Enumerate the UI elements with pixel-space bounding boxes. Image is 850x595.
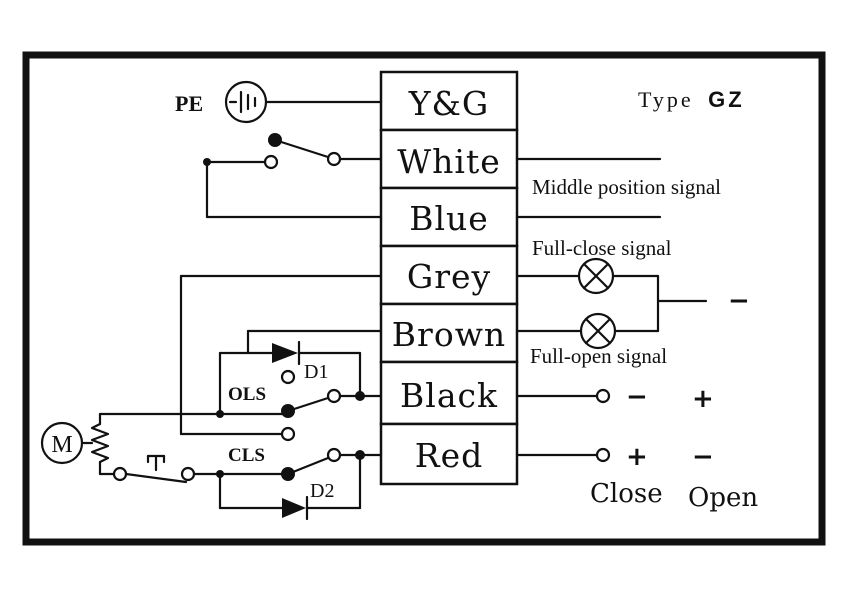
red-open-polarity: − (692, 442, 714, 472)
outer-frame (22, 51, 826, 546)
motor-label: M (51, 432, 72, 458)
terminal-block: Y&G White Blue Grey Brown Black Red (379, 70, 519, 486)
terminal-label-black: Black (400, 376, 498, 415)
lamp-common-polarity: − (728, 286, 750, 316)
signal-wiring: Middle position signal Full-close signal… (515, 157, 750, 368)
motor-winding-icon (90, 422, 110, 464)
middle-position-switch (203, 133, 383, 219)
black-open-polarity: + (692, 384, 714, 414)
type-label: Type GZ (638, 87, 745, 112)
pe-label: PE (175, 91, 203, 116)
type-prefix: Type (638, 87, 694, 112)
d1-diode-icon (272, 343, 298, 363)
d1-label: D1 (304, 361, 328, 383)
grey-wire (179, 274, 383, 442)
ols-label: OLS (228, 384, 266, 405)
middle-signal-label: Middle position signal (532, 175, 721, 199)
terminal-label-yg: Y&G (408, 84, 490, 123)
terminal-label-brown: Brown (392, 315, 506, 354)
terminal-label-grey: Grey (407, 257, 491, 296)
terminal-label-white: White (397, 142, 501, 181)
terminal-label-red: Red (415, 436, 484, 475)
terminal-box-black (379, 360, 519, 426)
red-close-polarity: + (626, 442, 648, 472)
black-close-polarity: − (626, 382, 648, 412)
type-model: GZ (708, 87, 745, 112)
d2-diode-icon (282, 498, 306, 518)
cls-label: CLS (228, 445, 265, 466)
d2-diode-circuit: D2 (218, 453, 362, 521)
cls-switch: CLS (228, 445, 383, 481)
open-label: Open (688, 483, 758, 513)
terminal-label-blue: Blue (409, 199, 489, 238)
power-output: − + + − Close Open (515, 382, 758, 513)
close-label: Close (590, 479, 663, 509)
d2-label: D2 (310, 480, 334, 502)
full-close-signal-label: Full-close signal (532, 236, 672, 260)
ols-switch: OLS (228, 384, 383, 418)
motor-wiring: M (40, 410, 290, 484)
pe-ground: PE (175, 80, 383, 124)
d1-diode-circuit: D1 (218, 329, 383, 416)
full-open-signal-label: Full-open signal (530, 344, 667, 368)
